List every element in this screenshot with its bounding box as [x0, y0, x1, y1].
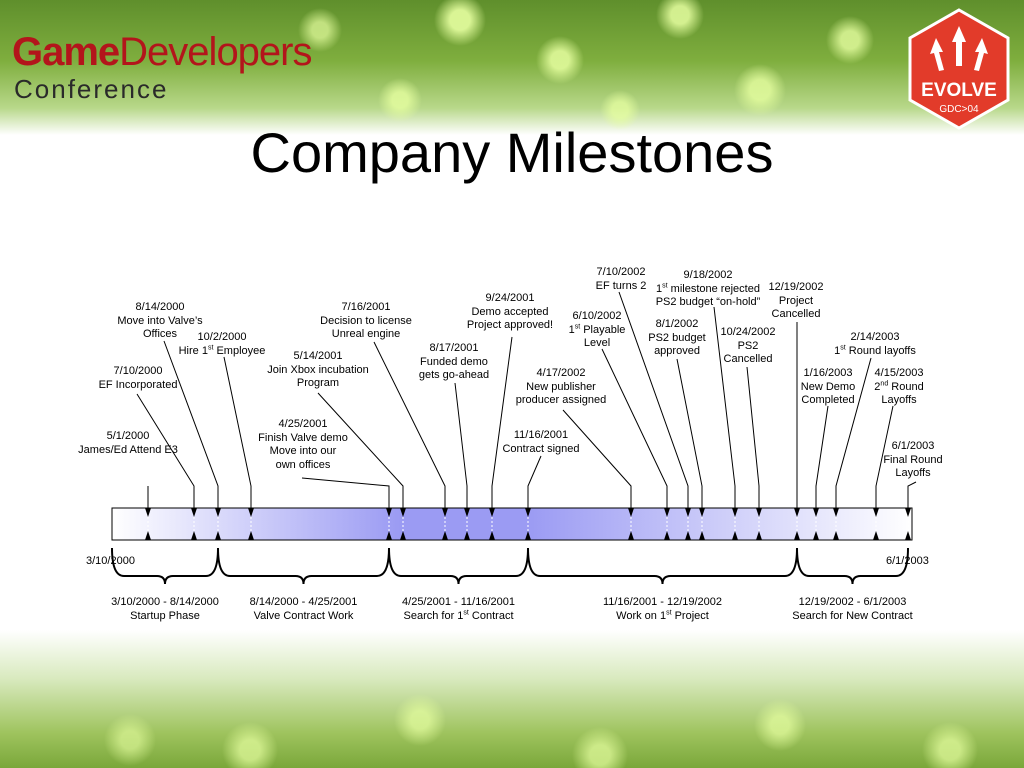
badge-word: EVOLVE [921, 80, 997, 101]
milestone-marker [813, 508, 819, 540]
milestone-leader-line [713, 306, 736, 508]
logo-game-text: Game [12, 30, 120, 74]
milestone-marker [489, 508, 495, 540]
milestone-marker [386, 508, 392, 540]
milestone-leader-line [163, 340, 219, 508]
milestone-leader-line [676, 358, 703, 508]
background-top-bokeh [0, 0, 1024, 135]
milestone-marker [628, 508, 634, 540]
phase-brace [217, 547, 390, 585]
milestone-leader-line [136, 393, 195, 508]
milestone-marker [442, 508, 448, 540]
phase-brace [388, 547, 529, 585]
milestone-marker [400, 508, 406, 540]
timeline-bar [111, 507, 913, 541]
milestone-marker [699, 508, 705, 540]
milestone-marker [664, 508, 670, 540]
gdc-logo: GameDevelopers Conference [12, 30, 372, 110]
milestone-leader-line [527, 455, 542, 508]
milestone-leader-line [454, 382, 468, 508]
milestone-leader-line [562, 409, 632, 508]
logo-developers-text: Developers [119, 30, 312, 74]
milestone-marker [873, 508, 879, 540]
milestone-leader-line [618, 291, 689, 508]
milestone-marker [215, 508, 221, 540]
timeline-end-label: 6/1/2003 [886, 555, 929, 567]
badge-sub: GDC>04 [939, 104, 979, 115]
logo-line-1: GameDevelopers [12, 30, 313, 74]
evolve-badge: EVOLVE GDC>04 [906, 8, 1012, 130]
phase-brace [796, 547, 909, 585]
milestone-marker [794, 508, 800, 540]
milestone-leader-line [746, 366, 760, 508]
page-title: Company Milestones [250, 121, 774, 184]
milestone-leader-line [373, 341, 446, 508]
milestone-marker [905, 508, 911, 540]
milestone-marker [833, 508, 839, 540]
milestone-leader-line [491, 336, 513, 508]
milestone-leader-line [907, 481, 917, 508]
milestone-marker [732, 508, 738, 540]
evolve-badge-icon: EVOLVE GDC>04 [908, 8, 1010, 130]
milestone-leader-line [301, 477, 390, 508]
milestone-leader-line [835, 357, 872, 508]
milestone-leader-line [223, 356, 252, 508]
milestone-leader-line [815, 405, 829, 508]
milestone-marker [191, 508, 197, 540]
phase-brace [527, 547, 798, 585]
phase-brace [111, 547, 219, 585]
background-bottom-bokeh [0, 630, 1024, 768]
milestone-leader-line [317, 392, 404, 508]
milestone-leader-line [875, 405, 894, 508]
milestone-marker [525, 508, 531, 540]
milestone-leader-line [601, 348, 668, 508]
milestone-marker [756, 508, 762, 540]
milestone-marker [248, 508, 254, 540]
logo-conference-text: Conference [14, 74, 169, 104]
milestone-marker [464, 508, 470, 540]
milestone-marker [685, 508, 691, 540]
milestone-marker [145, 508, 151, 540]
timeline-start-label: 3/10/2000 [86, 555, 135, 567]
